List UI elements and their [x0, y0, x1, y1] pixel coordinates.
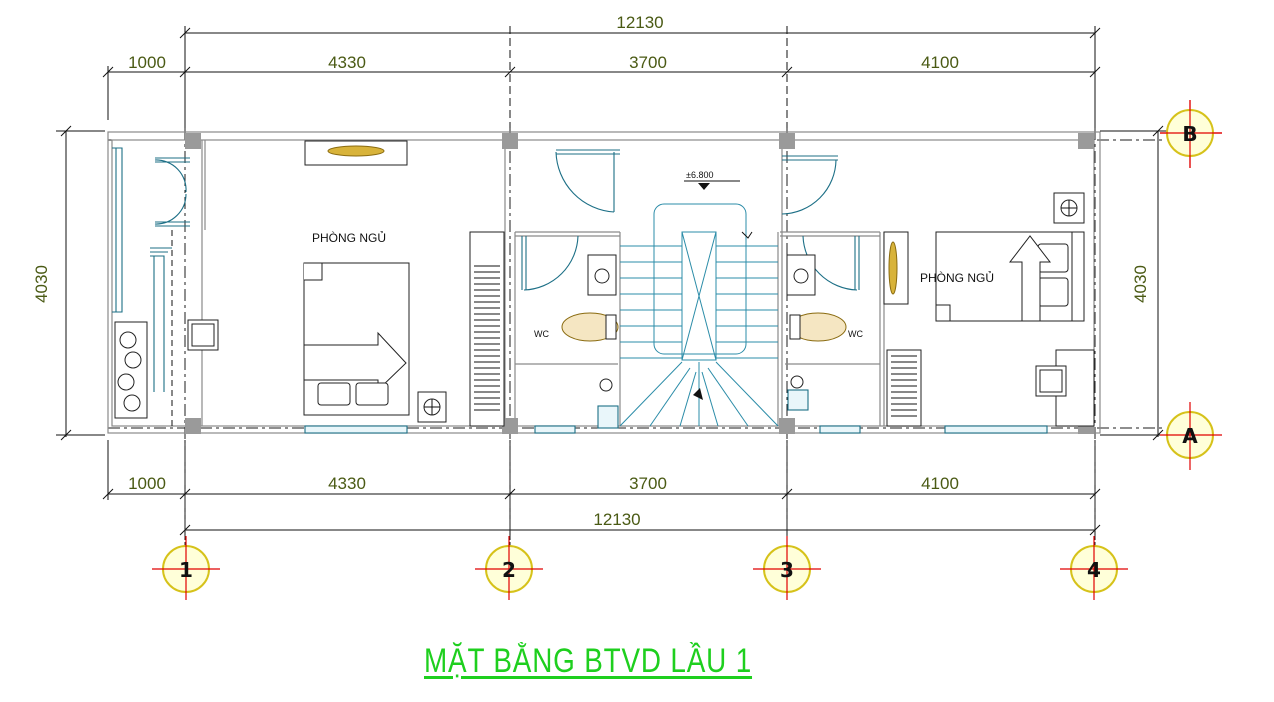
room-label-wc-right: WC — [848, 329, 863, 339]
dim-left-height: 4030 — [32, 265, 51, 303]
axis-label-2: 2 — [502, 558, 516, 582]
axis-label-3: 3 — [780, 558, 794, 582]
dim-bottom-total: 12130 — [593, 510, 640, 529]
walls — [107, 131, 1101, 434]
dim-bottom-seg-2: 4330 — [328, 474, 366, 493]
top-dimensions: 12130 1000 4330 3700 4100 — [102, 13, 1101, 130]
room-label-wc-left: WC — [534, 329, 549, 339]
bedroom-left: PHÒNG NGỦ — [303, 140, 505, 434]
drawing-title: MẶT BẰNG BTVD LẦU 1 — [424, 642, 753, 680]
dim-top-seg-4: 4100 — [921, 53, 959, 72]
room-label-bedroom-right: PHÒNG NGỦ — [920, 270, 994, 285]
columns — [185, 133, 1094, 434]
axis-label-B: B — [1182, 122, 1197, 146]
wardrobe-right-hangers — [891, 355, 917, 417]
level-mark: ±6.800 — [686, 170, 713, 180]
dim-top-seg-1: 1000 — [128, 53, 166, 72]
axis-label-A: A — [1182, 424, 1198, 448]
balcony — [112, 147, 219, 426]
axis-label-4: 4 — [1087, 558, 1101, 582]
axis-label-1: 1 — [179, 558, 193, 582]
axis-bubble-2: 2 — [475, 536, 543, 600]
bedroom-right: PHÒNG NGỦ — [883, 192, 1095, 434]
stair-treads — [619, 245, 779, 427]
dim-bottom-seg-1: 1000 — [128, 474, 166, 493]
axis-bubble-4: 4 — [1060, 536, 1128, 600]
axis-bubble-1: 1 — [152, 536, 220, 600]
axis-bubble-3: 3 — [753, 536, 821, 600]
axis-bubble-A: A — [1160, 402, 1222, 470]
dim-bottom-seg-3: 3700 — [629, 474, 667, 493]
side-dimensions: 4030 4030 — [32, 125, 1168, 441]
dim-right-height: 4030 — [1131, 265, 1150, 303]
dim-top-total: 12130 — [616, 13, 663, 32]
dim-top-seg-2: 4330 — [328, 53, 366, 72]
bottom-dimensions: 1000 4330 3700 4100 12130 — [102, 440, 1101, 540]
axis-bubble-B: B — [1160, 100, 1222, 168]
dim-bottom-seg-4: 4100 — [921, 474, 959, 493]
room-label-bedroom-left: PHÒNG NGỦ — [312, 230, 386, 245]
wardrobe-left-hangers — [474, 265, 500, 411]
center-zone: ±6.800 WC — [521, 149, 863, 434]
dim-top-seg-3: 3700 — [629, 53, 667, 72]
